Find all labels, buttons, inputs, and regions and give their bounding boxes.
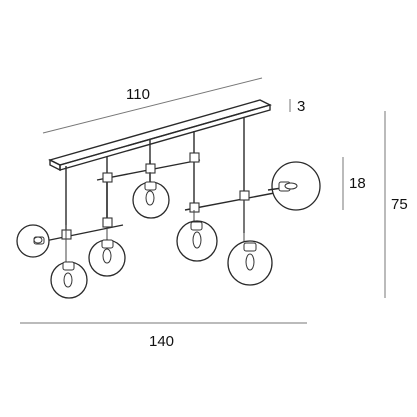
globe-left-horizontal xyxy=(16,224,50,258)
globe-lower-left xyxy=(50,261,88,299)
globe-center-top xyxy=(132,181,170,219)
canopy-length-label: 110 xyxy=(126,86,150,103)
ceiling-canopy xyxy=(48,99,272,172)
total-height-label: 75 xyxy=(391,196,408,213)
canopy-height-label: 3 xyxy=(297,98,305,115)
globe-center-lower xyxy=(176,220,218,262)
globe-right-horizontal xyxy=(267,161,321,211)
globe-left-middle xyxy=(88,239,126,277)
total-width-label: 140 xyxy=(149,333,174,350)
globe-right-lower xyxy=(227,240,273,286)
globe-diameter-label: 18 xyxy=(349,175,366,192)
canopy-length-dimension-line xyxy=(42,77,263,134)
joints xyxy=(61,152,250,262)
